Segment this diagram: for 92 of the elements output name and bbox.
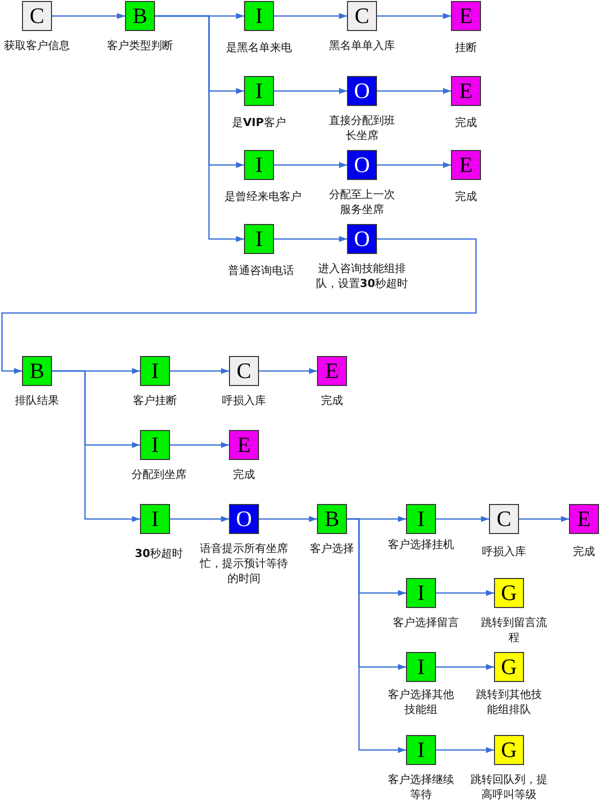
step-box <box>494 652 524 682</box>
step-letter: I <box>255 5 263 27</box>
step-letter: O <box>354 228 370 250</box>
arrow <box>436 664 494 670</box>
step-letter: I <box>151 434 159 456</box>
step-letter: I <box>151 360 159 382</box>
step-box <box>244 224 274 254</box>
step-box <box>406 652 436 682</box>
arrow <box>259 368 317 374</box>
step-box <box>451 1 481 31</box>
step-box <box>22 1 52 31</box>
step-letter: O <box>354 154 370 176</box>
step-box <box>317 356 347 386</box>
step-box <box>347 1 377 31</box>
step-box <box>451 76 481 106</box>
step-box <box>229 430 259 460</box>
step-box <box>125 1 155 31</box>
step-letter: C <box>354 5 370 27</box>
step-letter: C <box>236 360 252 382</box>
arrow <box>1 238 477 374</box>
step-caption: 语音提示所有坐席忙，提示预计等待的时间 <box>198 541 290 586</box>
step-caption: 客户选择其他技能组 <box>386 687 456 717</box>
step-letter: G <box>501 656 517 678</box>
arrow <box>436 516 489 522</box>
step-caption: 分配至上一次服务坐席 <box>329 187 395 217</box>
arrow <box>52 13 125 19</box>
step-letter: I <box>417 582 425 604</box>
step-caption: 跳转到其他技能组排队 <box>475 687 543 717</box>
step-box <box>229 504 259 534</box>
step-box <box>140 356 170 386</box>
arrow <box>274 162 347 168</box>
step-box <box>22 356 52 386</box>
arrow <box>436 590 494 596</box>
arrow <box>170 442 229 448</box>
step-letter: B <box>30 360 44 382</box>
step-box <box>569 504 599 534</box>
step-letter: B <box>324 508 340 530</box>
step-caption: 跳转到留言流程 <box>480 615 548 645</box>
step-box <box>244 150 274 180</box>
step-letter: C <box>496 508 512 530</box>
step-caption: 跳转回队列，提高呼叫等级 <box>469 772 549 802</box>
arrow <box>347 518 406 753</box>
arrow <box>377 88 451 94</box>
step-letter: I <box>151 508 159 530</box>
step-caption: 直接分配到班长坐席 <box>329 113 395 143</box>
step-letter: I <box>417 508 425 530</box>
arrow <box>274 236 347 242</box>
step-box <box>494 578 524 608</box>
step-box <box>244 1 274 31</box>
arrow <box>170 368 229 374</box>
step-letter: I <box>417 656 425 678</box>
step-box <box>347 150 377 180</box>
step-box <box>451 150 481 180</box>
arrow <box>377 162 451 168</box>
step-letter: E <box>577 508 591 530</box>
arrow <box>259 516 317 522</box>
step-box <box>140 430 170 460</box>
arrow <box>436 747 494 753</box>
step-letter: C <box>30 5 44 27</box>
arrow <box>519 516 569 522</box>
step-box <box>317 504 347 534</box>
step-box <box>494 735 524 765</box>
step-letter: E <box>459 5 473 27</box>
step-box <box>347 224 377 254</box>
step-letter: I <box>255 80 263 102</box>
step-box <box>406 504 436 534</box>
step-box <box>140 504 170 534</box>
step-letter: B <box>132 5 148 27</box>
step-box <box>244 76 274 106</box>
step-box <box>406 735 436 765</box>
step-letter: E <box>459 80 473 102</box>
step-letter: G <box>501 739 517 761</box>
step-letter: O <box>236 508 252 530</box>
step-letter: E <box>325 360 339 382</box>
arrow <box>155 15 244 242</box>
step-letter: O <box>354 80 370 102</box>
step-box <box>229 356 259 386</box>
step-box <box>347 76 377 106</box>
step-letter: I <box>255 154 263 176</box>
step-letter: E <box>459 154 473 176</box>
step-box <box>489 504 519 534</box>
step-letter: E <box>237 434 251 456</box>
step-box <box>406 578 436 608</box>
arrow <box>274 13 347 19</box>
arrow <box>52 370 140 522</box>
step-caption: 客户选择继续等待 <box>386 772 456 802</box>
arrow <box>170 516 229 522</box>
step-letter: G <box>501 582 517 604</box>
arrow <box>274 88 347 94</box>
step-letter: I <box>417 739 425 761</box>
step-letter: I <box>255 228 263 250</box>
arrow <box>377 13 451 19</box>
